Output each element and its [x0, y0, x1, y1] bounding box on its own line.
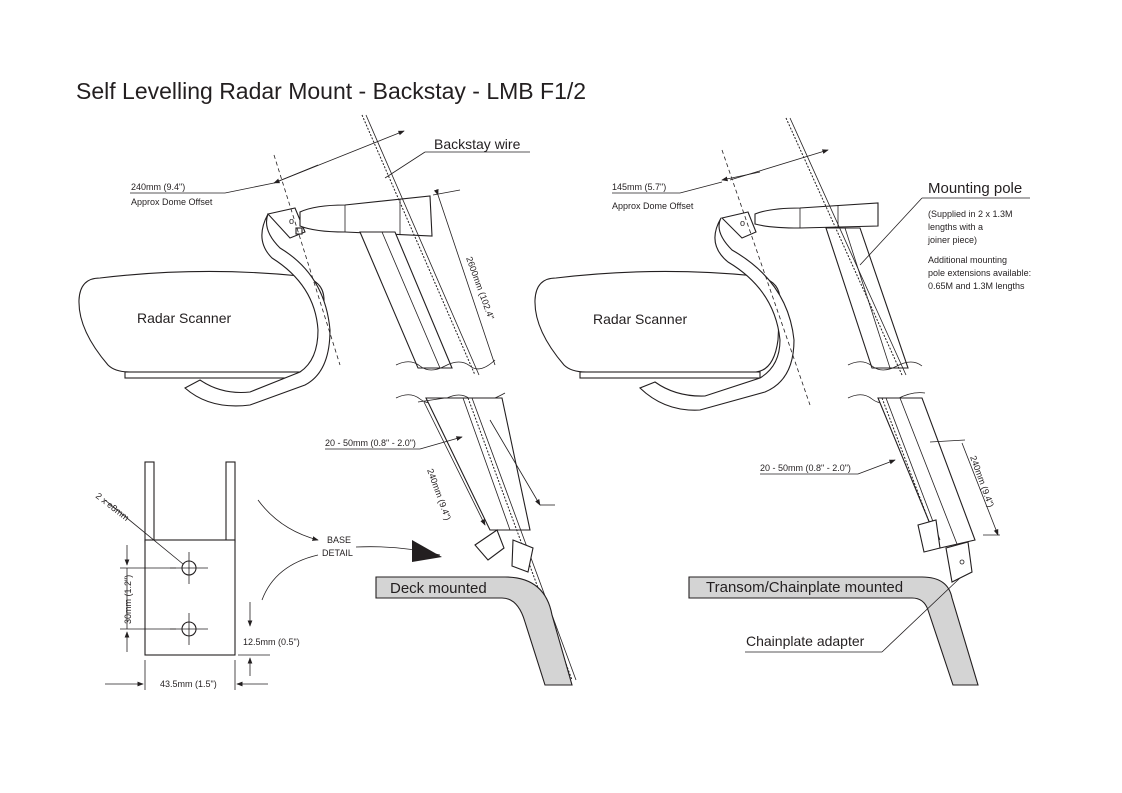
deck-mounted-label: Deck mounted — [390, 580, 487, 597]
right-scanner-label: Radar Scanner — [593, 311, 688, 327]
svg-text:o: o — [740, 218, 745, 228]
right-pole-lower — [877, 397, 976, 549]
base-plate — [144, 539, 236, 656]
chainplate-adapter-label: Chainplate adapter — [746, 633, 865, 649]
right-radar-scanner — [534, 270, 781, 373]
pole-note-3: joiner piece) — [927, 235, 977, 245]
right-wire-gap-dim: 20 - 50mm (0.8" - 2.0") — [760, 463, 851, 473]
pole-note-5: pole extensions available: — [928, 268, 1031, 278]
base-plate-left-tab — [144, 461, 155, 543]
left-offset-dim: 240mm (9.4") — [131, 182, 185, 192]
holes-dim: 2 x e8mm — [94, 491, 131, 523]
right-backstay-wire-lower — [881, 397, 937, 541]
left-scanner-base-plate — [124, 371, 306, 379]
pole-note-1: (Supplied in 2 x 1.3M — [928, 209, 1013, 219]
left-base-length-dim: 240mm (9.4") — [425, 467, 453, 521]
left-pole-upper — [359, 231, 453, 369]
right-scanner-base-plate — [579, 371, 761, 379]
mounting-pole-label: Mounting pole — [928, 180, 1022, 197]
base-plate-right-tab — [225, 461, 236, 543]
left-backstay-wire-upper — [361, 114, 476, 376]
left-support-arm — [184, 213, 331, 407]
hole-top — [170, 552, 208, 584]
right-mount-drawing: o — [534, 117, 1030, 686]
deck-surface — [375, 576, 573, 686]
svg-text:o: o — [289, 216, 294, 226]
right-offset-note: Approx Dome Offset — [612, 201, 694, 211]
right-support-arm — [639, 217, 795, 411]
chainplate-adapter — [945, 541, 973, 583]
right-backstay-wire-upper — [785, 117, 903, 376]
page-title: Self Levelling Radar Mount - Backstay - … — [76, 78, 587, 104]
hole-spacing-dim: 30mm (1.2") — [123, 575, 133, 624]
edge-distance-dim: 12.5mm (0.5") — [243, 637, 300, 647]
transom-surface — [688, 576, 979, 686]
right-head-bracket — [720, 211, 757, 239]
pole-note-2: lengths with a — [928, 222, 983, 232]
pole-note-6: 0.65M and 1.3M lengths — [928, 281, 1025, 291]
backstay-wire-label: Backstay wire — [434, 136, 521, 152]
pole-note-4: Additional mounting — [928, 255, 1007, 265]
left-clamp-body — [299, 195, 433, 237]
left-wire-gap-dim: 20 - 50mm (0.8" - 2.0") — [325, 438, 416, 448]
base-callout-line-2: DETAIL — [322, 548, 353, 558]
right-base-length-dim: 240mm (9.4") — [968, 454, 996, 508]
left-offset-note: Approx Dome Offset — [131, 197, 213, 207]
base-detail-drawing — [104, 461, 442, 690]
left-mount-drawing: o — [78, 114, 577, 686]
hole-bottom — [170, 613, 208, 645]
transom-mounted-label: Transom/Chainplate mounted — [706, 579, 903, 596]
right-clamp-body — [754, 202, 879, 229]
left-scanner-label: Radar Scanner — [137, 310, 232, 326]
right-offset-dim: 145mm (5.7") — [612, 182, 666, 192]
width-dim: 43.5mm (1.5") — [160, 679, 217, 689]
base-callout-line-1: BASE — [327, 535, 351, 545]
